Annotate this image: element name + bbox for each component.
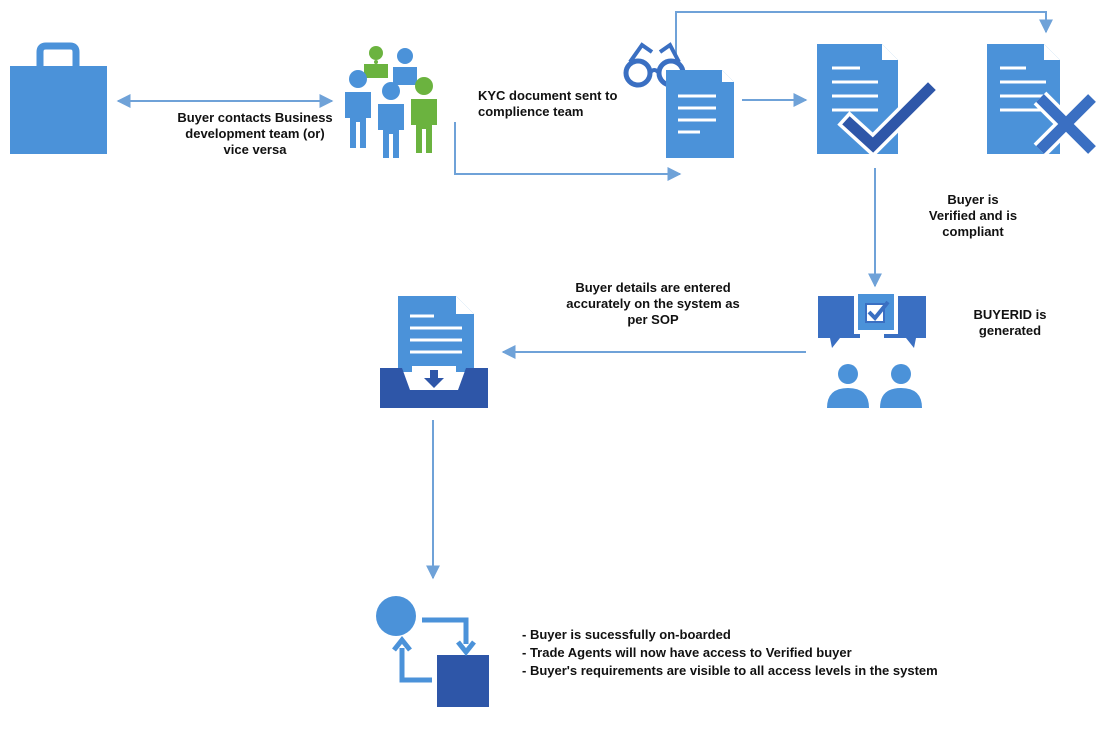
chat-people-check-icon — [818, 290, 926, 408]
circle-square-cycle-icon — [376, 596, 489, 707]
arrow-bd-to-kyc — [454, 122, 682, 181]
kyc-label: KYC document sent to complience team — [478, 88, 618, 119]
verified-label: Buyer is Verified and is compliant — [928, 192, 1018, 239]
arrow-top-to-rejected — [675, 11, 1053, 62]
shopping-bag-icon — [10, 42, 107, 154]
document-cross-icon — [987, 44, 1099, 157]
details-label: Buyer details are entered accurately on … — [566, 280, 740, 327]
team-people-icon — [345, 46, 437, 158]
outcome-item: Buyer's requirements are visible to all … — [522, 662, 938, 680]
outcome-item: Buyer is sucessfully on-boarded — [522, 626, 938, 644]
outcome-list: Buyer is sucessfully on-boarded Trade Ag… — [522, 626, 938, 680]
inbox-download-document-icon — [380, 296, 488, 408]
document-check-icon — [817, 44, 941, 158]
outcome-item: Trade Agents will now have access to Ver… — [522, 644, 938, 662]
contact-label: Buyer contacts Business development team… — [177, 110, 333, 157]
buyerid-label: BUYERID is generated — [973, 307, 1047, 338]
glasses-document-icon — [623, 42, 734, 158]
